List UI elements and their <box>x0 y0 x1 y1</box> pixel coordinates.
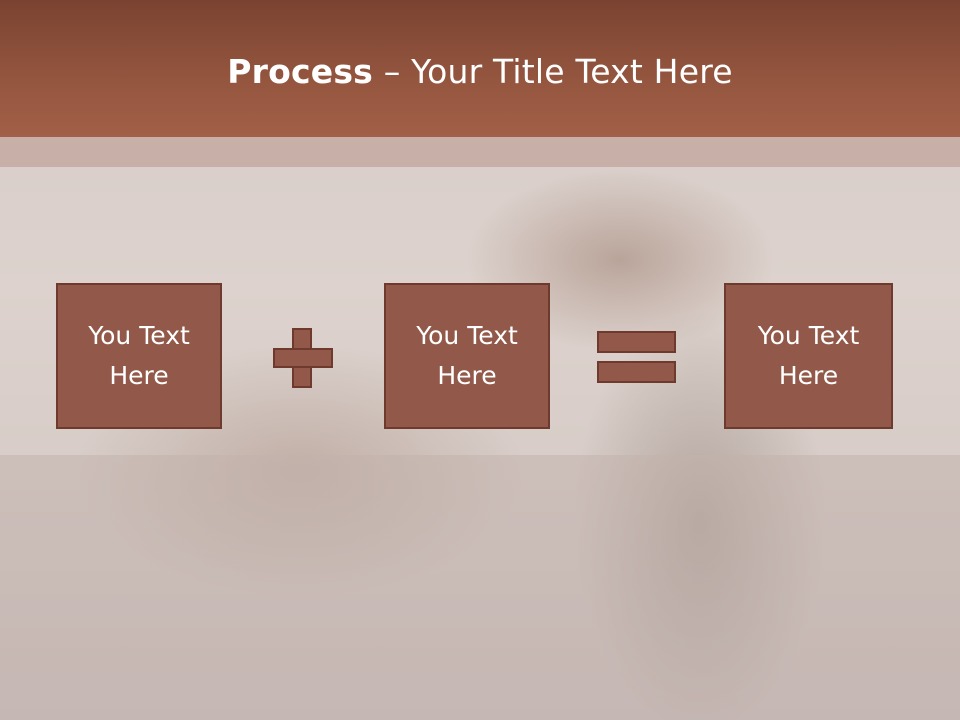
plus-icon-center <box>294 350 310 366</box>
text-box-3-line2: Here <box>778 361 839 390</box>
title-rest: – Your Title Text Here <box>373 52 733 91</box>
equals-icon-lower <box>597 361 676 383</box>
text-box-1-line1: You Text <box>88 321 190 350</box>
text-box-3-line1: You Text <box>757 321 860 350</box>
slide-title[interactable]: Process – Your Title Text Here <box>0 52 960 91</box>
equals-icon <box>597 331 676 353</box>
title-strip <box>0 137 960 167</box>
title-bold: Process <box>227 52 374 91</box>
text-box-2-line1: You Text <box>416 321 518 350</box>
sea-area <box>0 455 960 720</box>
text-box-2-line2: Here <box>437 361 497 390</box>
title-bar <box>0 0 960 137</box>
text-box-1-line2: Here <box>109 361 169 390</box>
